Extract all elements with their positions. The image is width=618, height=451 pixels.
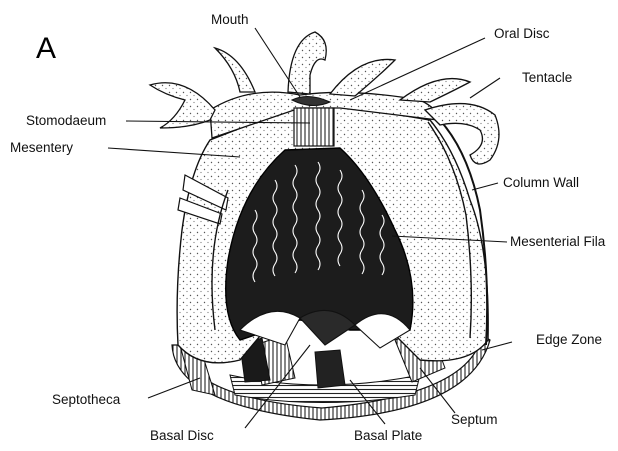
- stomodaeum-tube: [294, 108, 334, 146]
- label-mesenterial-filament: Mesenterial Fila: [510, 234, 606, 249]
- label-basal-plate: Basal Plate: [354, 428, 422, 443]
- leader-tentacle: [470, 78, 500, 98]
- label-edge-zone: Edge Zone: [536, 332, 602, 347]
- label-mouth: Mouth: [211, 12, 249, 27]
- leader-column-wall: [472, 183, 498, 190]
- label-basal-disc: Basal Disc: [150, 428, 214, 443]
- label-septotheca: Septotheca: [52, 392, 121, 407]
- label-column-wall: Column Wall: [503, 175, 579, 190]
- septum-shape-mid: [315, 350, 345, 388]
- tentacle-right: [400, 79, 470, 102]
- label-oral-disc: Oral Disc: [494, 26, 550, 41]
- label-mesentery: Mesentery: [10, 140, 73, 155]
- panel-letter: A: [36, 32, 56, 65]
- tentacle-top-right: [330, 59, 395, 96]
- label-stomodaeum: Stomodaeum: [26, 113, 106, 128]
- label-tentacle: Tentacle: [522, 70, 572, 85]
- tentacle-top-left: [215, 48, 255, 92]
- label-septum: Septum: [451, 412, 498, 427]
- tentacle-top: [288, 32, 326, 94]
